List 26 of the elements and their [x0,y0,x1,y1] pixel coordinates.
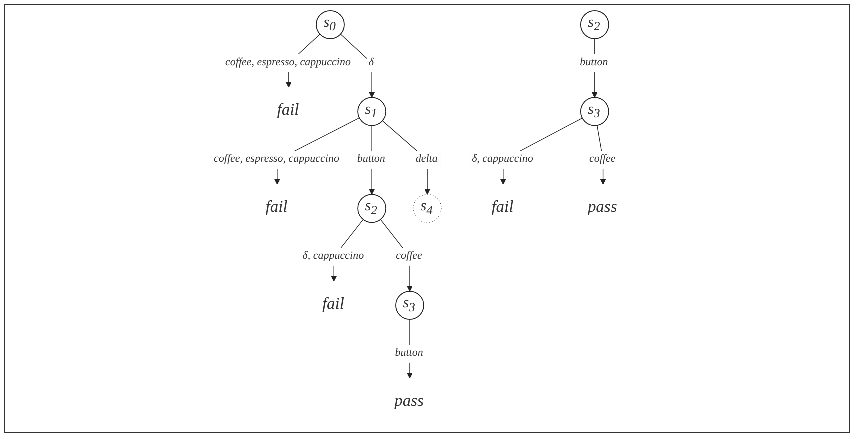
node-text: fail [277,101,300,120]
node-circle [316,10,345,40]
node-circle [358,194,386,224]
diagram-frame: coffee, espresso, cappuccino δ coffee, espresso, cappuccino button delta δ, cappuccino coffee button button δ, cappuccino coffee s$_{0}$ fail s$_{1}$ fail s$_{2}$ s$_{4}$ fail s$_{3}$ pass s$_{2}$ s$_{3}$ fail pass [4,4,850,433]
edge-label: coffee [589,153,616,165]
edge-label: coffee, espresso, cappuccino [226,56,351,68]
edge-label: δ [368,56,374,68]
edge-label: coffee, espresso, cappuccino [214,153,340,165]
node-text: fail [266,198,288,216]
edge-label: coffee [396,250,422,262]
edge-label: δ, cappuccino [472,153,534,165]
node-circle [413,194,442,223]
node-circle [580,10,610,40]
edge-label: δ, cappuccino [302,250,364,262]
edge-label: button [395,347,424,359]
node-text: fail [492,198,514,216]
arrow [340,34,376,98]
node-circle [358,97,386,126]
edge-label: button [580,56,608,68]
edge-label: delta [416,153,438,165]
node-text: fail [322,295,344,314]
node-circle [396,291,424,320]
node-text: pass [394,392,424,410]
node-text: pass [588,198,618,216]
node-circle [580,97,610,126]
edge-label: button [357,153,386,165]
